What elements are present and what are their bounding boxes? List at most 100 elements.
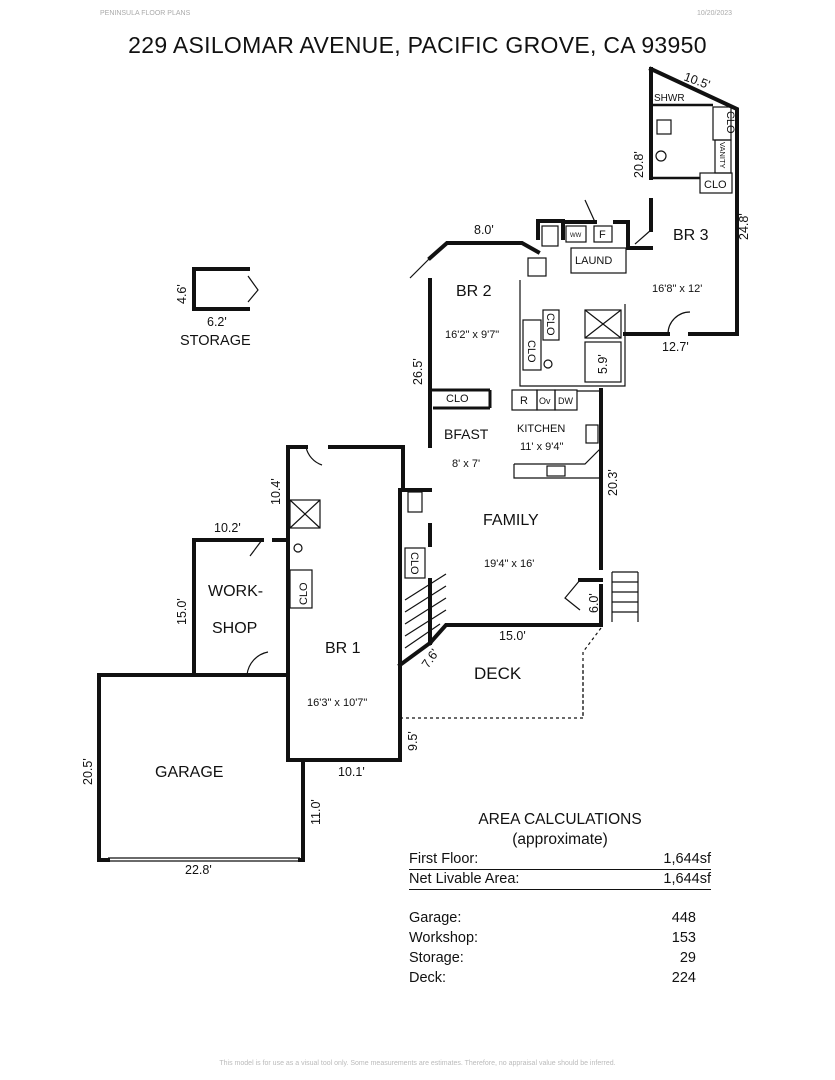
dishwasher-box xyxy=(554,389,578,411)
area-row: Workshop: 153 xyxy=(409,930,711,948)
page-title: 229 ASILOMAR AVENUE, PACIFIC GROVE, CA 9… xyxy=(128,32,707,58)
dimension-label: 10.1' xyxy=(338,765,365,779)
closet-label: CLO xyxy=(408,552,420,575)
dimension-label: 8.0' xyxy=(474,223,494,237)
laundry-wall xyxy=(613,220,653,250)
oven-label: Ov xyxy=(539,396,551,406)
dimension-label: 12.7' xyxy=(662,340,689,354)
sink-kitchen xyxy=(585,424,599,444)
br1-wall xyxy=(286,445,402,762)
area-value: 224 xyxy=(671,970,696,986)
washer xyxy=(565,225,587,243)
room-family: FAMILY xyxy=(483,512,539,529)
garage-wall xyxy=(298,758,305,862)
room-workshop-2: SHOP xyxy=(212,620,257,637)
room-br1-size: 16'3" x 10'7" xyxy=(307,697,367,709)
area-label: Garage: xyxy=(409,910,462,926)
disclaimer: This model is for use as a visual tool o… xyxy=(219,1060,616,1067)
vanity-label: VANITY xyxy=(718,142,727,169)
room-br3: BR 3 xyxy=(673,227,709,244)
room-br2-size: 16'2" x 9'7" xyxy=(445,329,499,341)
room-br3-size: 16'8" x 12' xyxy=(652,283,702,295)
closet-box xyxy=(289,569,313,609)
sink xyxy=(293,543,303,553)
closet-label: CLO xyxy=(724,111,736,134)
dimension-label: 11.0' xyxy=(309,799,323,825)
fridge-label: R xyxy=(520,395,528,407)
area-value: 153 xyxy=(671,930,696,946)
dimension-label: 26.5' xyxy=(411,358,425,385)
bath-wall xyxy=(536,219,565,240)
sink xyxy=(543,359,553,369)
stair-step xyxy=(404,623,441,649)
room-deck: DECK xyxy=(474,664,522,683)
cooktop xyxy=(546,465,566,477)
dryer xyxy=(593,225,613,243)
area-row: Net Livable Area: 1,644sf xyxy=(409,871,711,890)
closet-label: CLO xyxy=(446,393,469,405)
area-value: 29 xyxy=(679,950,696,966)
door-swing xyxy=(247,275,259,303)
door-swing xyxy=(564,579,581,611)
area-row: Garage: 448 xyxy=(409,910,711,928)
walls xyxy=(97,66,739,862)
dimension-label: 4.6' xyxy=(175,284,189,304)
door-swing xyxy=(584,199,596,223)
area-label: Deck: xyxy=(409,970,447,986)
room-laundry: LAUND xyxy=(575,255,612,267)
toilet xyxy=(541,225,559,247)
dimension-label: 24.8' xyxy=(737,213,751,240)
area-row: First Floor: 1,644sf xyxy=(409,851,711,870)
shower-x xyxy=(289,499,321,529)
area-subtitle: (approximate) xyxy=(512,831,608,848)
room-storage: STORAGE xyxy=(180,333,251,349)
dimension-label: 6.2' xyxy=(207,315,227,329)
kitchen-island xyxy=(514,448,601,465)
room-bfast: BFAST xyxy=(444,426,489,442)
workshop-wall xyxy=(192,538,264,677)
br2-wall xyxy=(427,241,541,261)
door-swing xyxy=(409,257,431,279)
toilet xyxy=(656,119,672,135)
dimension-label: 22.8' xyxy=(185,863,212,877)
dimension-label: 10.4' xyxy=(269,478,283,505)
room-workshop-1: WORK- xyxy=(208,583,263,600)
door-swing xyxy=(305,446,323,466)
stair-step xyxy=(404,573,447,601)
garage-wall xyxy=(97,673,290,862)
closet-box xyxy=(404,547,426,579)
area-label: First Floor: xyxy=(409,851,479,867)
room-family-size: 19'4" x 16' xyxy=(484,558,534,570)
closet-box xyxy=(522,319,542,371)
area-value: 448 xyxy=(671,910,696,926)
door-swing xyxy=(246,651,269,676)
dimension-label: 20.5' xyxy=(81,758,95,785)
dishwasher-label: DW xyxy=(558,396,573,406)
room-br1: BR 1 xyxy=(325,640,361,657)
stair-step xyxy=(404,597,447,625)
brand-label: PENINSULA FLOOR PLANS xyxy=(100,10,191,17)
dimension-label: 10.2' xyxy=(214,521,241,535)
room-br2: BR 2 xyxy=(456,283,492,300)
closet-label: CLO xyxy=(704,179,727,191)
door-swing xyxy=(634,229,652,245)
dimension-label: 15.0' xyxy=(499,629,526,643)
washer-label: WW xyxy=(570,233,582,239)
area-title: AREA CALCULATIONS xyxy=(478,811,642,828)
dryer-label: F xyxy=(599,229,606,241)
laundry-box xyxy=(570,247,627,274)
area-row: Deck: 224 xyxy=(409,970,711,988)
closet-label: CLO xyxy=(544,313,556,336)
shower xyxy=(584,309,622,339)
dimension-label: 9.5' xyxy=(406,731,420,751)
sink xyxy=(655,150,667,162)
closet-box xyxy=(542,309,560,341)
toilet xyxy=(407,491,423,513)
area-label: Workshop: xyxy=(409,930,479,946)
door-swing xyxy=(249,539,263,557)
toilet xyxy=(527,257,547,277)
dimension-label: 5.9' xyxy=(596,354,610,374)
closet-label: CLO xyxy=(525,340,537,363)
stair-step xyxy=(404,645,426,661)
